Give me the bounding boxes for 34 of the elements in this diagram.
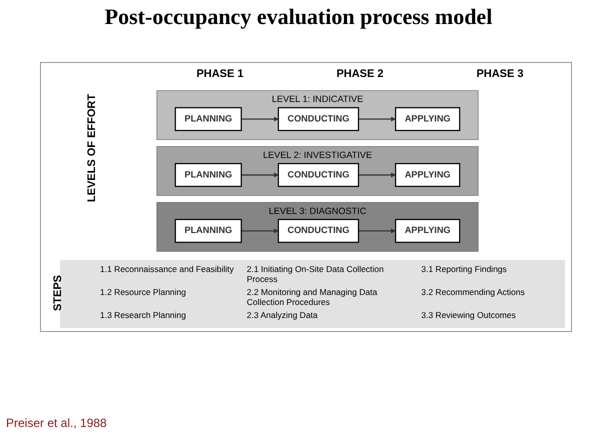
column-heading: PHASE 1 (196, 68, 244, 82)
axis-label: STEPS (52, 274, 65, 314)
column-heading: PHASE 3 (476, 68, 524, 82)
step-text: 1.1 Reconnaissance and Feasibility (100, 264, 235, 276)
step-text: 3.3 Reviewing Outcomes (421, 310, 517, 320)
node-box (395, 107, 460, 132)
node-box (278, 107, 360, 132)
step-text: 2.3 Analyzing Data (246, 310, 319, 320)
axis-label: LEVELS OF EFFORT (86, 92, 99, 204)
node-box (174, 163, 242, 187)
node-box (174, 218, 242, 243)
arrow (241, 116, 279, 122)
step-text: 3.2 Recommending Actions (421, 287, 526, 299)
arrow (241, 172, 279, 178)
step-text: 1.2 Resource Planning (100, 287, 188, 299)
node-box (174, 107, 242, 132)
cluster (156, 202, 478, 252)
arrow (358, 228, 396, 234)
cluster (156, 146, 478, 196)
step-text: 1.3 Research Planning (100, 310, 188, 320)
title: Post-occupancy evaluation process model (104, 4, 494, 29)
step-text: 2.1 Initiating On-Site Data Collection Process (246, 264, 385, 284)
arrow (358, 116, 396, 122)
node-box (395, 163, 460, 187)
column-heading: PHASE 2 (336, 68, 384, 82)
arrow (358, 172, 396, 178)
step-text: 2.2 Monitoring and Managing Data Collection Procedures (246, 287, 378, 307)
node-box (278, 163, 360, 187)
step-text: 3.1 Reporting Findings (421, 264, 508, 276)
cluster (156, 90, 478, 140)
node-box (278, 218, 360, 243)
node-box (395, 218, 460, 243)
caption: Preiser et al., 1988 (6, 416, 107, 430)
arrow (241, 228, 279, 234)
